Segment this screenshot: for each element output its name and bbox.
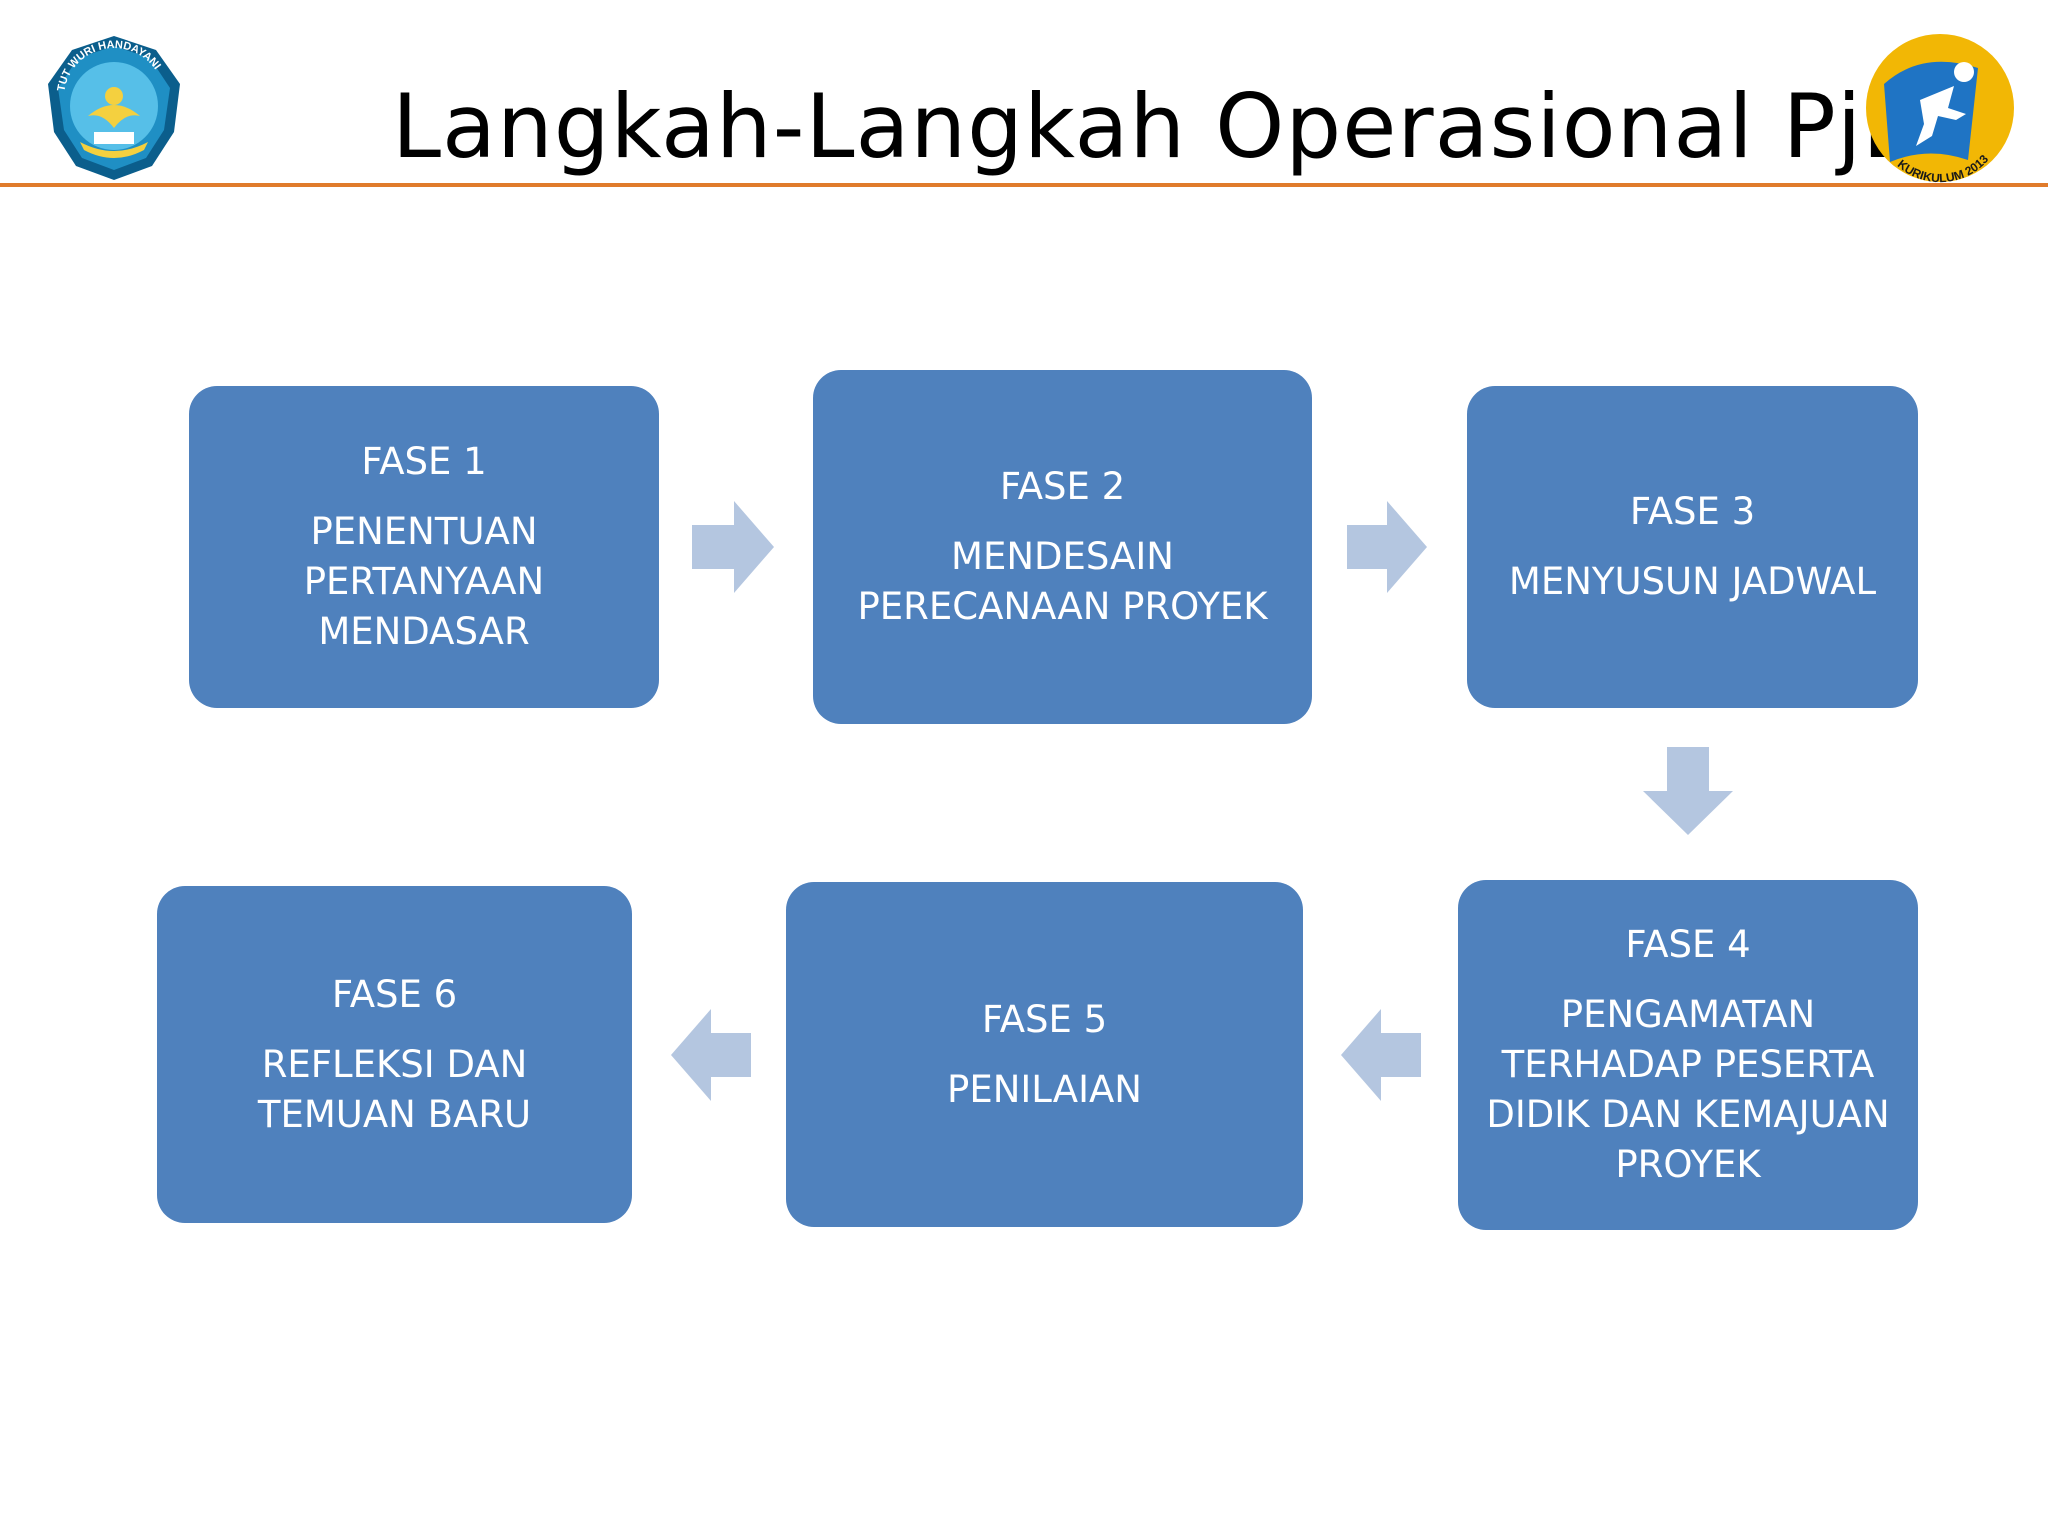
phase-3-line-1: MENYUSUN JADWAL [1508,560,1877,603]
phase-4-line-4: PROYEK [1615,1143,1761,1186]
phase-box-1: FASE 1 PENENTUAN PERTANYAAN MENDASAR [189,386,659,708]
phase-6-label: FASE 6 [331,972,458,1016]
phase-2-line-1: MENDESAIN [951,535,1174,578]
phase-box-4: FASE 4 PENGAMATAN TERHADAP PESERTA DIDIK… [1458,880,1918,1230]
phase-3-label: FASE 3 [1629,490,1756,533]
phase-4-line-1: PENGAMATAN [1560,993,1816,1036]
phase-1-line-2: PERTANYAAN [303,560,545,603]
phase-box-5: FASE 5 PENILAIAN [786,882,1303,1227]
phase-1-line-3: MENDASAR [318,610,530,653]
page-title: Langkah-Langkah Operasional PjBL [392,75,1974,178]
arrow-right-icon [692,501,774,593]
phase-4-line-2: TERHADAP PESERTA [1501,1043,1875,1086]
phase-2-line-2: PERECANAAN PROYEK [857,585,1268,628]
phase-5-label: FASE 5 [981,997,1108,1041]
phase-2-label: FASE 2 [999,465,1126,508]
phase-4-line-3: DIDIK DAN KEMAJUAN [1486,1093,1890,1136]
phase-1-line-1: PENENTUAN [310,510,538,553]
kurikulum-2013-logo: KURIKULUM 2013 [1866,34,2014,185]
arrow-left-icon [1341,1009,1421,1101]
phase-box-6: FASE 6 REFLEKSI DAN TEMUAN BARU [157,886,632,1223]
arrow-left-icon [671,1009,751,1101]
phase-6-line-2: TEMUAN BARU [257,1092,532,1136]
tut-wuri-handayani-logo: TUT WURI HANDAYANI [48,36,180,180]
phase-5-line-1: PENILAIAN [947,1067,1142,1111]
phase-box-3: FASE 3 MENYUSUN JADWAL [1467,386,1918,708]
arrow-right-icon [1347,501,1427,593]
phase-box-2: FASE 2 MENDESAIN PERECANAAN PROYEK [813,370,1312,724]
arrow-down-icon [1643,747,1733,835]
title-underline [0,183,2048,187]
phase-4-label: FASE 4 [1625,923,1751,966]
phase-1-label: FASE 1 [361,440,487,483]
phase-6-line-1: REFLEKSI DAN [261,1042,528,1086]
